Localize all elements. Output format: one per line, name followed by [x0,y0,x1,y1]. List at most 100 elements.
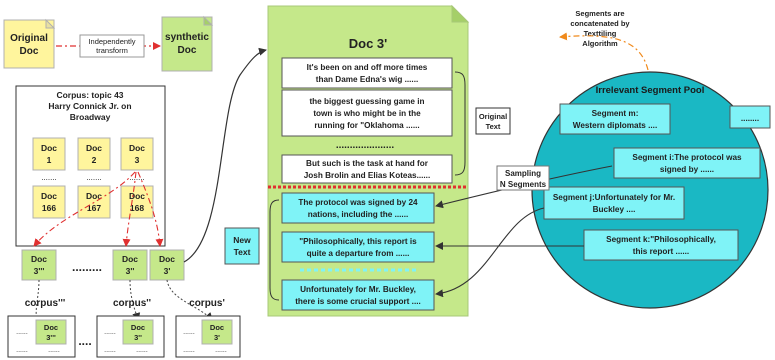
corpus-triple-label: corpus''' [25,298,65,309]
svg-text:Algorithm: Algorithm [582,39,618,48]
original-text-label: Original Text [475,107,511,135]
original-segment-1: It's been on and off more times than Dam… [281,57,453,89]
synthetic-doc-box: synthetic Doc [161,15,214,72]
svg-text:Segments are: Segments are [575,9,624,18]
svg-text:the biggest guessing game in: the biggest guessing game in [309,97,424,106]
svg-text:Western diplomats ....: Western diplomats .... [573,121,657,130]
svg-text:......: ...... [48,347,60,354]
svg-text:3': 3' [214,333,220,342]
svg-text:......: ...... [104,329,116,336]
original-segment-3: But such is the task at hand for Josh Br… [281,154,453,184]
svg-text:quite a departure from ......: quite a departure from ...... [307,249,410,258]
svg-text:Segment m:: Segment m: [592,109,639,118]
concat-note: Segments are concatenated by Texttiling … [570,9,630,48]
svg-text:167: 167 [87,203,101,213]
svg-text:New: New [233,235,251,245]
svg-text:Doc: Doc [122,254,138,264]
svg-text:Doc: Doc [31,254,47,264]
svg-text:Sampling: Sampling [505,169,541,178]
corpus-ellipsis: .... [78,334,91,348]
synthetic-doc-line1: synthetic [165,32,209,43]
doc3-title: Doc 3' [349,36,388,51]
svg-text:"Philosophically, this report: "Philosophically, this report is [299,237,417,246]
svg-text:3'': 3'' [126,266,135,276]
svg-text:......: ...... [183,329,195,336]
variant-doc-3-triple: Doc 3''' [21,249,57,281]
svg-text:signed by ......: signed by ...... [660,165,714,174]
corpus-doc-166: Doc 166 [32,185,66,219]
svg-text:Buckley ....: Buckley .... [593,205,636,214]
svg-text:Unfortunately for Mr. Buckley,: Unfortunately for Mr. Buckley, [300,285,416,294]
svg-text:town is who might be in the: town is who might be in the [313,109,421,118]
new-text-bracket [269,199,280,301]
transform-label-line2: transform [96,46,128,55]
svg-text:Doc: Doc [44,323,58,332]
corpus-triple-box: Doc 3''' ...... ...... ...... [7,315,76,358]
svg-text:Doc: Doc [210,323,224,332]
svg-text:It's been on and off more time: It's been on and off more times [307,63,428,72]
svg-text:3''': 3''' [34,266,45,276]
corpus-doc-3: Doc 3 [120,137,154,171]
original-segment-2: the biggest guessing game in town is who… [281,89,453,137]
pool-segment-j: Segment j:Unfortunately for Mr. Buckley … [543,186,685,220]
svg-text:......: ...... [104,347,116,354]
variant-ellipsis: ......... [72,260,102,274]
svg-text:Segment j:Unfortunately for Mr: Segment j:Unfortunately for Mr. [553,193,675,202]
svg-text:Doc: Doc [86,143,102,153]
svg-text:Segment i:The protocol was: Segment i:The protocol was [632,153,742,162]
svg-text:Doc: Doc [131,323,145,332]
corpus-doc-1: Doc 1 [32,137,66,171]
svg-text:Doc: Doc [129,191,145,201]
svg-text:But such is the task at hand f: But such is the task at hand for [306,159,429,168]
doc3-to-variants-arrows [33,171,164,247]
svg-text:this report ......: this report ...... [633,247,689,256]
pool-segment-i: Segment i:The protocol was signed by ...… [613,147,761,179]
svg-text:......: ...... [183,347,195,354]
pool-segment-dots: ........ [729,105,771,129]
corpus-doc-2: Doc 2 [77,137,111,171]
corpus-double-box: Doc 3'' ...... ...... ...... [96,315,165,358]
svg-text:3: 3 [135,155,140,165]
concat-arrow [559,32,649,71]
svg-text:......: ...... [16,329,28,336]
svg-text:Doc: Doc [129,143,145,153]
transform-label-line1: Independently [88,37,135,46]
corpus-single-box: Doc 3' ...... ...... ...... [175,315,241,358]
svg-text:N Segments: N Segments [500,180,547,189]
svg-text:Doc: Doc [86,191,102,201]
svg-text:Doc: Doc [41,143,57,153]
transform-label-box [79,34,145,58]
svg-text:concatenated by: concatenated by [570,19,630,28]
svg-text:Doc: Doc [159,254,175,264]
pool-segment-m: Segment m: Western diplomats .... [559,103,671,135]
corpus-dots-1: ....... [41,173,57,182]
corpus-dots-2: ....... [86,173,102,182]
pool-segment-k: Segment k:"Philosophically, this report … [583,229,739,261]
svg-text:there is some crucial support: there is some crucial support .... [295,297,421,306]
svg-text:Doc: Doc [41,191,57,201]
corpus-title-line1: Corpus: topic 43 [56,90,123,100]
svg-text:Segment k:"Philosophically,: Segment k:"Philosophically, [606,235,716,244]
new-segment-1: The protocol was signed by 24 nations, i… [281,192,435,224]
sampling-label: Sampling N Segments [496,165,550,191]
svg-text:Josh Brolin and Elias Koteas..: Josh Brolin and Elias Koteas...... [304,171,430,180]
new-text-label: New Text [224,227,260,265]
corpus-title-line3: Broadway [70,112,111,122]
original-doc-line1: Original [10,33,48,44]
corpus-single-label: corpus' [189,298,225,309]
corpus-double-label: corpus'' [113,298,151,309]
original-text-bracket [454,71,466,176]
corpus-title-line2: Harry Connick Jr. on [48,101,131,111]
svg-text:........: ........ [741,114,759,123]
svg-text:3'': 3'' [134,333,142,342]
svg-text:3''': 3''' [46,333,56,342]
variant-doc-3-double: Doc 3'' [112,249,148,281]
svg-text:168: 168 [130,203,144,213]
new-segment-3: Unfortunately for Mr. Buckley, there is … [281,279,435,311]
svg-text:1: 1 [47,155,52,165]
svg-text:running for "Oklahoma ......: running for "Oklahoma ...... [314,121,419,130]
svg-text:2: 2 [92,155,97,165]
svg-text:166: 166 [42,203,56,213]
corpus-dots-3: ....... [129,173,145,182]
